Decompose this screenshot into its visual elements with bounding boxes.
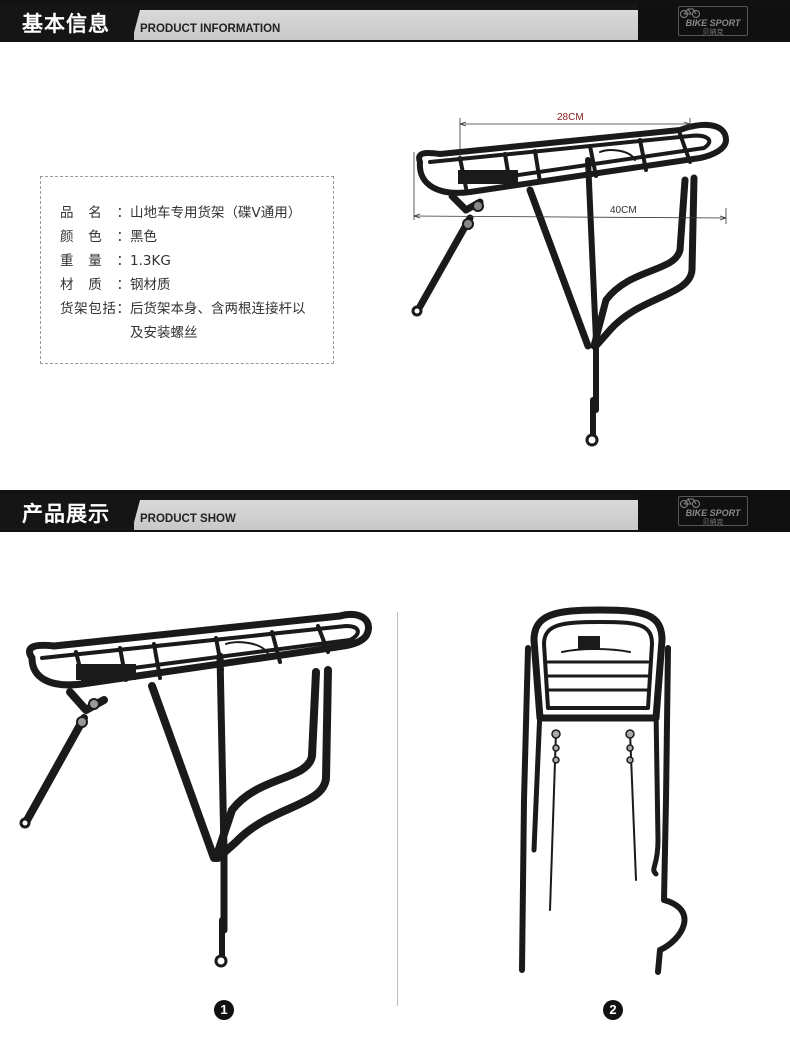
spec-value: 钢材质 [130, 277, 171, 293]
spec-value: 山地车专用货架（碟V通用） [130, 205, 302, 221]
spec-label: 颜色： [60, 229, 130, 245]
length-dimension-label: 40CM [610, 205, 637, 216]
section-title-cn: 基本信息 [22, 12, 110, 36]
bike-sport-logo: BIKE SPORT 贝纳克 [678, 6, 748, 36]
photo-divider [397, 612, 398, 1006]
section-title-en: PRODUCT INFORMATION [140, 23, 281, 35]
header-grey-strip [132, 500, 638, 530]
spec-value: 黑色 [130, 229, 157, 245]
bicycle-icon [680, 498, 700, 508]
spec-row-name: 品名：山地车专用货架（碟V通用） [60, 201, 301, 221]
spec-label: 重量： [60, 253, 130, 269]
bike-sport-logo: BIKE SPORT 贝纳克 [678, 496, 748, 526]
spec-row-material: 材质：钢材质 [60, 273, 171, 293]
dimension-lines [413, 118, 727, 224]
section-header-product-show: 产品展示 PRODUCT SHOW BIKE SPORT 贝纳克 [0, 490, 790, 532]
section-title-en: PRODUCT SHOW [140, 513, 236, 525]
spec-value: 后货架本身、含两根连接杆以 [130, 301, 306, 317]
rack-side-view-photo [19, 611, 372, 968]
section-title-cn: 产品展示 [22, 502, 110, 526]
logo-subtext: 贝纳克 [702, 28, 724, 36]
width-dimension-label: 28CM [557, 112, 584, 123]
rack-dimension-image: 28CM 40CM [411, 112, 729, 447]
header-grey-strip [132, 10, 638, 40]
rack-rear-view-photo [519, 606, 688, 975]
logo-text: BIKE SPORT [685, 18, 741, 28]
spec-row-color: 颜色：黑色 [60, 225, 157, 245]
spec-value: 及安装螺丝 [130, 325, 198, 341]
photo-number-badge-1: 1 [214, 1000, 234, 1020]
product-spec-box: 品名：山地车专用货架（碟V通用） 颜色：黑色 重量：1.3KG 材质：钢材质 货… [40, 176, 334, 364]
logo-text: BIKE SPORT [685, 508, 741, 518]
spec-label: 材质： [60, 277, 130, 293]
spec-row-weight: 重量：1.3KG [60, 249, 171, 269]
spec-label: 货架包括： [60, 301, 130, 317]
bicycle-icon [680, 8, 700, 18]
spec-row-package-cont: 及安装螺丝 [60, 321, 198, 341]
logo-subtext: 贝纳克 [702, 518, 724, 526]
spec-label: 品名： [60, 205, 130, 221]
spec-row-package: 货架包括：后货架本身、含两根连接杆以 [60, 297, 306, 317]
photo-number-badge-2: 2 [603, 1000, 623, 1020]
spec-value: 1.3KG [130, 253, 171, 269]
section-header-product-information: 基本信息 PRODUCT INFORMATION BIKE SPORT 贝纳克 [0, 0, 790, 42]
